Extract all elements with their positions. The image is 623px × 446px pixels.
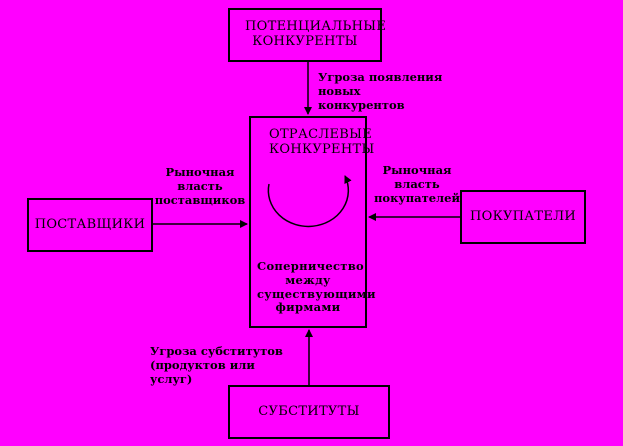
- potential-competitors-box: ПОТЕНЦИАЛЬНЫЕ КОНКУРЕНТЫ: [228, 8, 387, 62]
- industry-competitors-box: ОТРАСЛЕВЫЕ КОНКУРЕНТЫ Соперничество межд…: [249, 116, 376, 328]
- potential-competitors-label: ПОТЕНЦИАЛЬНЫЕ КОНКУРЕНТЫ: [245, 19, 387, 49]
- rivalry-label: Соперничество между существующими фирмам…: [257, 259, 376, 315]
- rivalry-cycle-icon: [267, 175, 352, 228]
- buyers-label: ПОКУПАТЕЛИ: [470, 208, 576, 224]
- suppliers-label: ПОСТАВЩИКИ: [34, 216, 146, 232]
- suppliers-power-label: Рыночная власть поставщиков: [154, 165, 246, 207]
- substitutes-threat-label: Угроза субститутов (продуктов или услуг): [150, 344, 283, 386]
- new-entrants-threat-label: Угроза появления новых конкурентов: [318, 70, 443, 112]
- buyers-box: ПОКУПАТЕЛИ: [460, 190, 586, 244]
- substitutes-box: СУБСТИТУТЫ: [228, 385, 390, 439]
- buyers-power-label: Рыночная власть покупателей: [373, 163, 461, 205]
- suppliers-box: ПОСТАВЩИКИ: [27, 198, 153, 252]
- industry-competitors-label: ОТРАСЛЕВЫЕ КОНКУРЕНТЫ: [269, 127, 375, 157]
- substitutes-label: СУБСТИТУТЫ: [258, 403, 360, 419]
